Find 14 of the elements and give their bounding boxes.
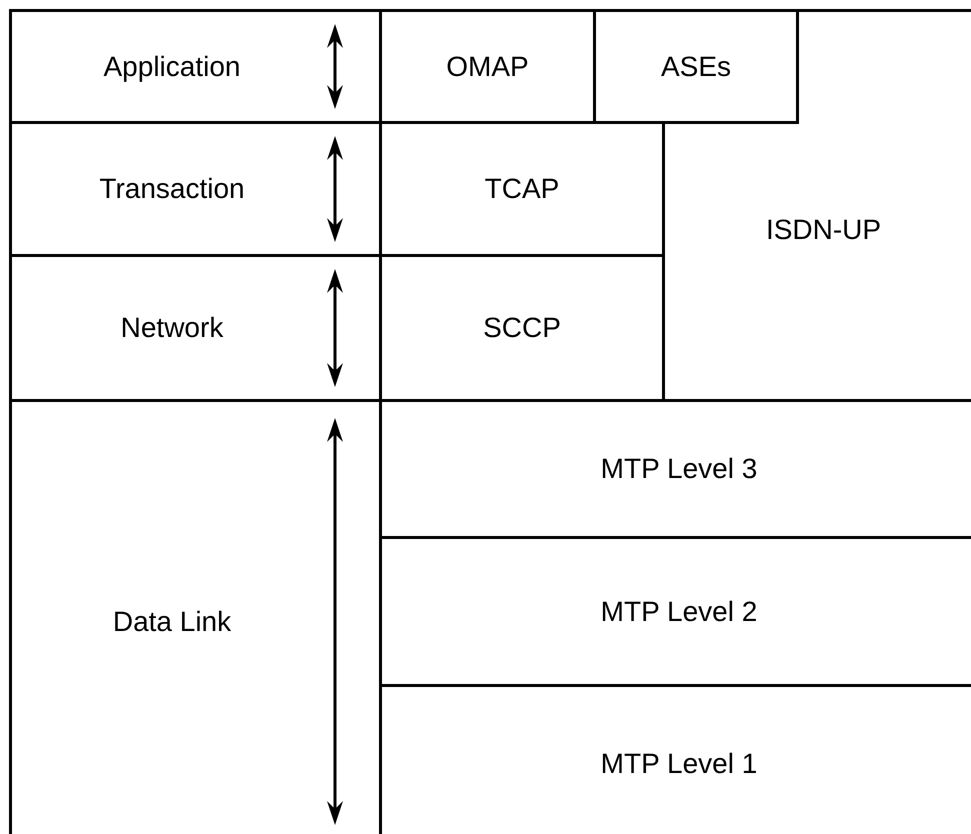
layer-label: ASEs — [660, 52, 732, 80]
layer-label: SCCP — [483, 314, 561, 342]
layer-label: OMAP — [446, 52, 529, 80]
layer-label: Data Link — [112, 608, 232, 636]
layer-label: Application — [104, 52, 240, 80]
layer-label: ISDN-UP — [766, 216, 882, 244]
protocol-box — [593, 9, 799, 124]
layer-label: MTP Level 2 — [600, 598, 758, 626]
layer-label: TCAP — [484, 175, 560, 203]
layer-label: Transaction — [99, 175, 245, 203]
layer-box — [9, 9, 382, 124]
layer-label: MTP Level 1 — [600, 750, 758, 778]
layer-label: MTP Level 3 — [600, 455, 758, 483]
layer-label: Network — [120, 314, 224, 342]
